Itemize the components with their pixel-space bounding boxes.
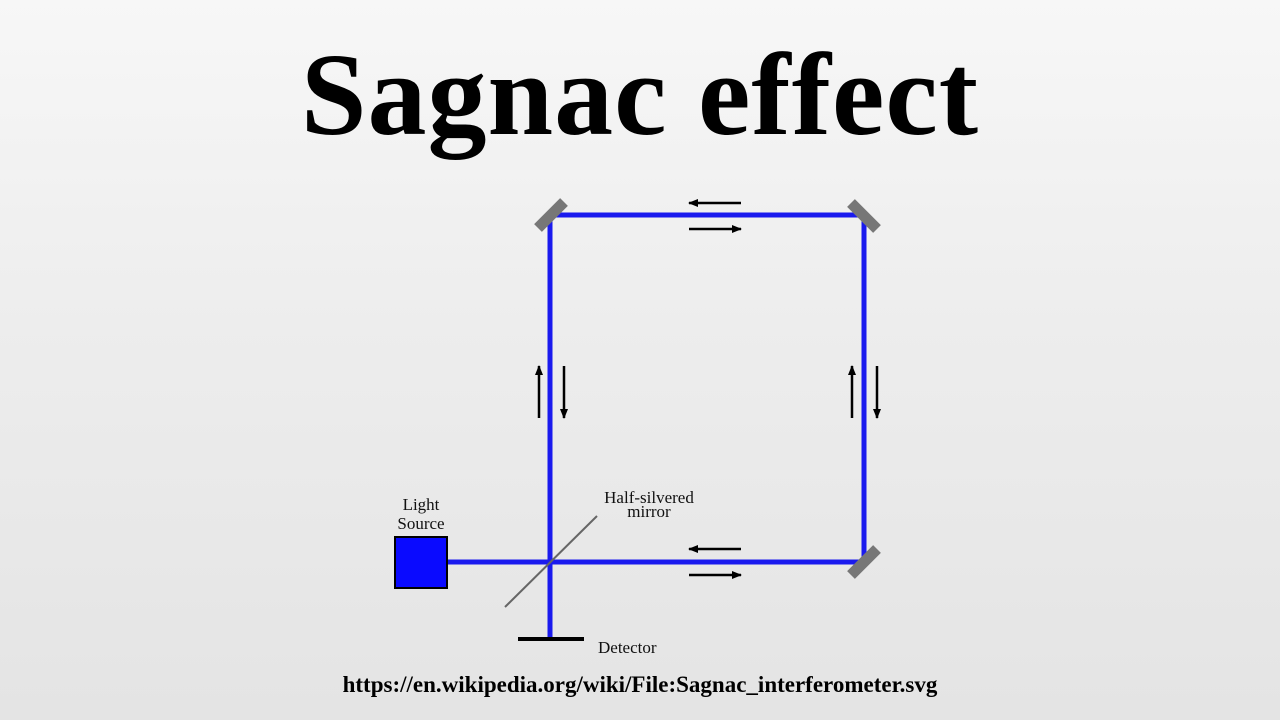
- detector-label: Detector: [598, 638, 657, 657]
- half-silvered-label-line1: Half-silvered: [604, 488, 694, 507]
- mirror-top-right: [847, 199, 881, 233]
- page-title: Sagnac effect: [300, 29, 980, 160]
- mirror-top-left: [534, 198, 568, 232]
- direction-arrows: [535, 199, 881, 579]
- light-source-box: [394, 536, 448, 589]
- source-url: https://en.wikipedia.org/wiki/File:Sagna…: [342, 672, 938, 697]
- half-silvered-label-line2: mirror: [627, 502, 671, 521]
- half-silvered-mirror: [504, 515, 598, 608]
- corner-mirrors: [534, 198, 881, 579]
- light-source-label-line1: Light: [403, 495, 440, 514]
- light-beam-path: [448, 212, 867, 638]
- light-source-label-line2: Source: [397, 514, 444, 533]
- mirror-bottom-right: [847, 545, 881, 579]
